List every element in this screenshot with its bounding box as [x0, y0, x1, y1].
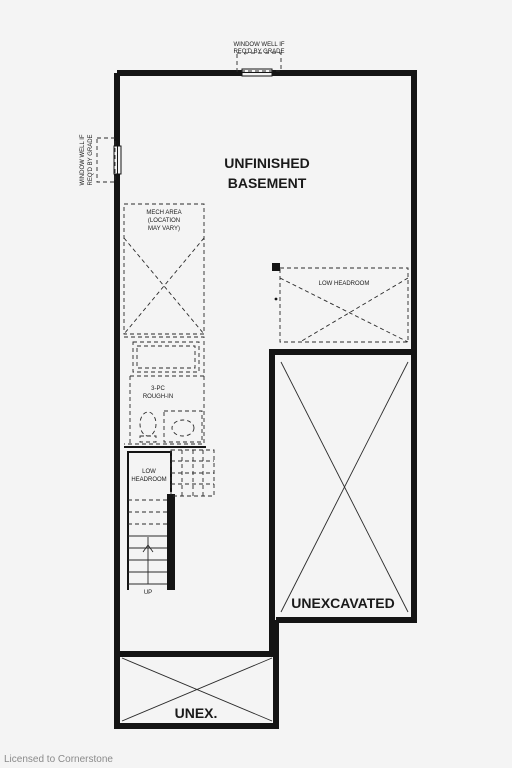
note-window-well-top-line1: WINDOW WELL IF	[233, 42, 284, 48]
note-stair-up: UP	[144, 590, 152, 596]
exterior-wall-left	[114, 73, 279, 729]
note-window-well-left-line1: WINDOW WELL IF	[80, 134, 86, 185]
note-window-well-left: WINDOW WELL IF REQ'D BY GRADE	[80, 134, 94, 185]
bathroom-rough-in	[124, 336, 205, 445]
note-low-headroom-right: LOW HEADROOM	[319, 281, 370, 287]
note-window-well-top-line2: REQ'D BY GRADE	[233, 49, 284, 55]
unex-cross	[121, 657, 273, 722]
left-window	[96, 137, 122, 183]
note-mech-area-line1: MECH AREA	[146, 210, 181, 216]
unexcavated-wall	[272, 349, 417, 623]
exterior-wall	[117, 70, 417, 352]
unexcavated-cross	[280, 361, 409, 613]
note-mech-area-line3: MAY VARY)	[148, 226, 180, 232]
note-mech-area-line2: (LOCATION	[148, 218, 180, 224]
top-window	[236, 52, 282, 77]
room-label-unfinished-line1: UNFINISHED	[224, 155, 310, 171]
staircase	[127, 449, 215, 590]
note-low-headroom-stair-line1: LOW	[142, 469, 156, 475]
low-headroom-zone	[272, 263, 409, 343]
room-label-unfinished-line2: BASEMENT	[228, 175, 307, 191]
note-3pc-line2: ROUGH-IN	[143, 394, 173, 400]
room-label-unex: UNEX.	[175, 705, 218, 721]
note-3pc-line1: 3-PC	[151, 386, 165, 392]
room-label-unexcavated: UNEXCAVATED	[291, 595, 394, 611]
note-low-headroom-stair-line2: HEADROOM	[131, 477, 166, 483]
license-watermark: Licensed to Cornerstone	[4, 754, 113, 765]
note-window-well-left-line2: REQ'D BY GRADE	[88, 134, 94, 185]
